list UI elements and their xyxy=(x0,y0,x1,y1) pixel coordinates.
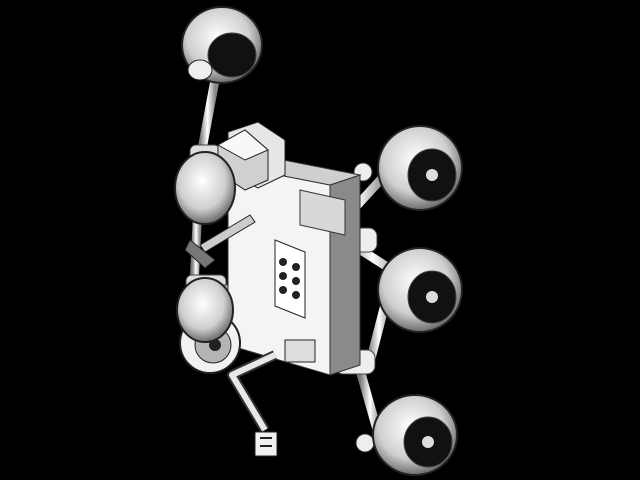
rover-body xyxy=(226,154,362,376)
wheel-right-middle xyxy=(377,247,463,333)
robotic-arm xyxy=(227,339,316,457)
wheel-left-front xyxy=(181,6,263,84)
antenna-bracket xyxy=(184,214,256,269)
body-vent-block xyxy=(274,239,306,319)
wheel-left-rear xyxy=(176,277,234,343)
wheel-right-rear xyxy=(372,394,458,476)
wheel-left-middle xyxy=(174,151,236,225)
arm-tool-turret xyxy=(254,431,278,457)
wheel-right-front xyxy=(377,125,463,211)
